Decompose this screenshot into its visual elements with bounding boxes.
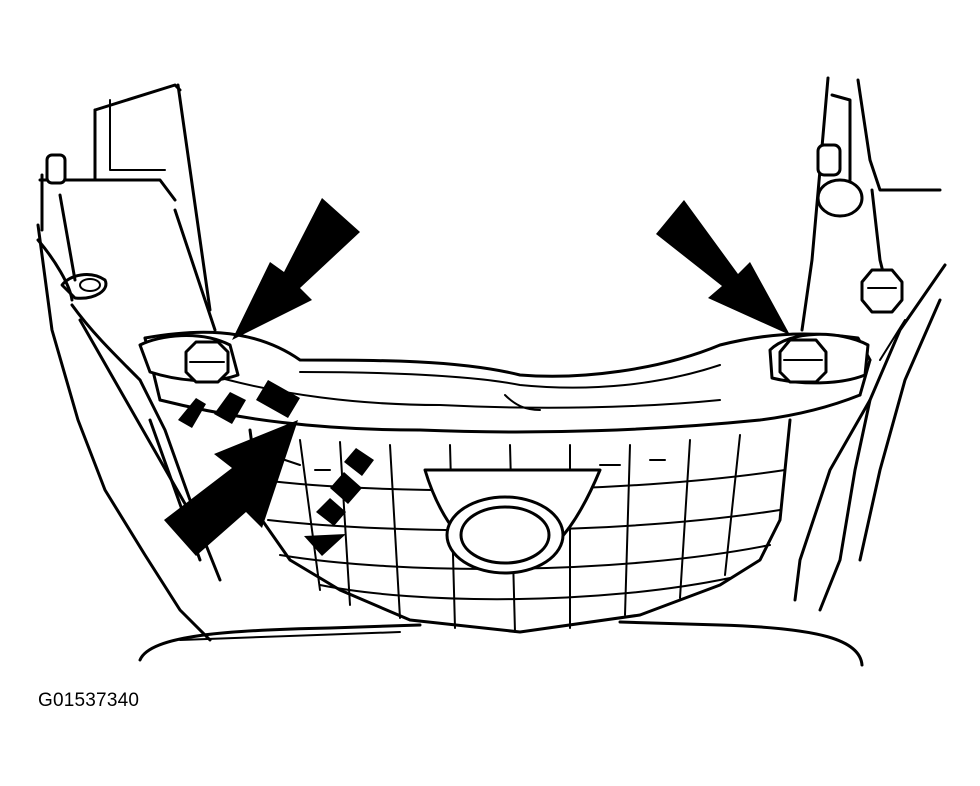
direction-dashes: [304, 448, 374, 556]
left-mounting-bolt: [138, 334, 240, 384]
cover-plate: [143, 330, 872, 434]
right-housing: [793, 76, 947, 612]
motion-dashes-left: [178, 380, 300, 428]
left-bolt-arrow: [232, 198, 360, 340]
oil-pan-lip: [138, 620, 864, 667]
figure-id-label: G01537340: [38, 690, 140, 711]
left-housing: [36, 83, 222, 642]
right-mounting-bolt: [768, 332, 870, 385]
lower-grid-body: [248, 418, 792, 634]
right-bolt-arrow: [656, 200, 790, 335]
lower-left-arrow: [164, 420, 298, 556]
